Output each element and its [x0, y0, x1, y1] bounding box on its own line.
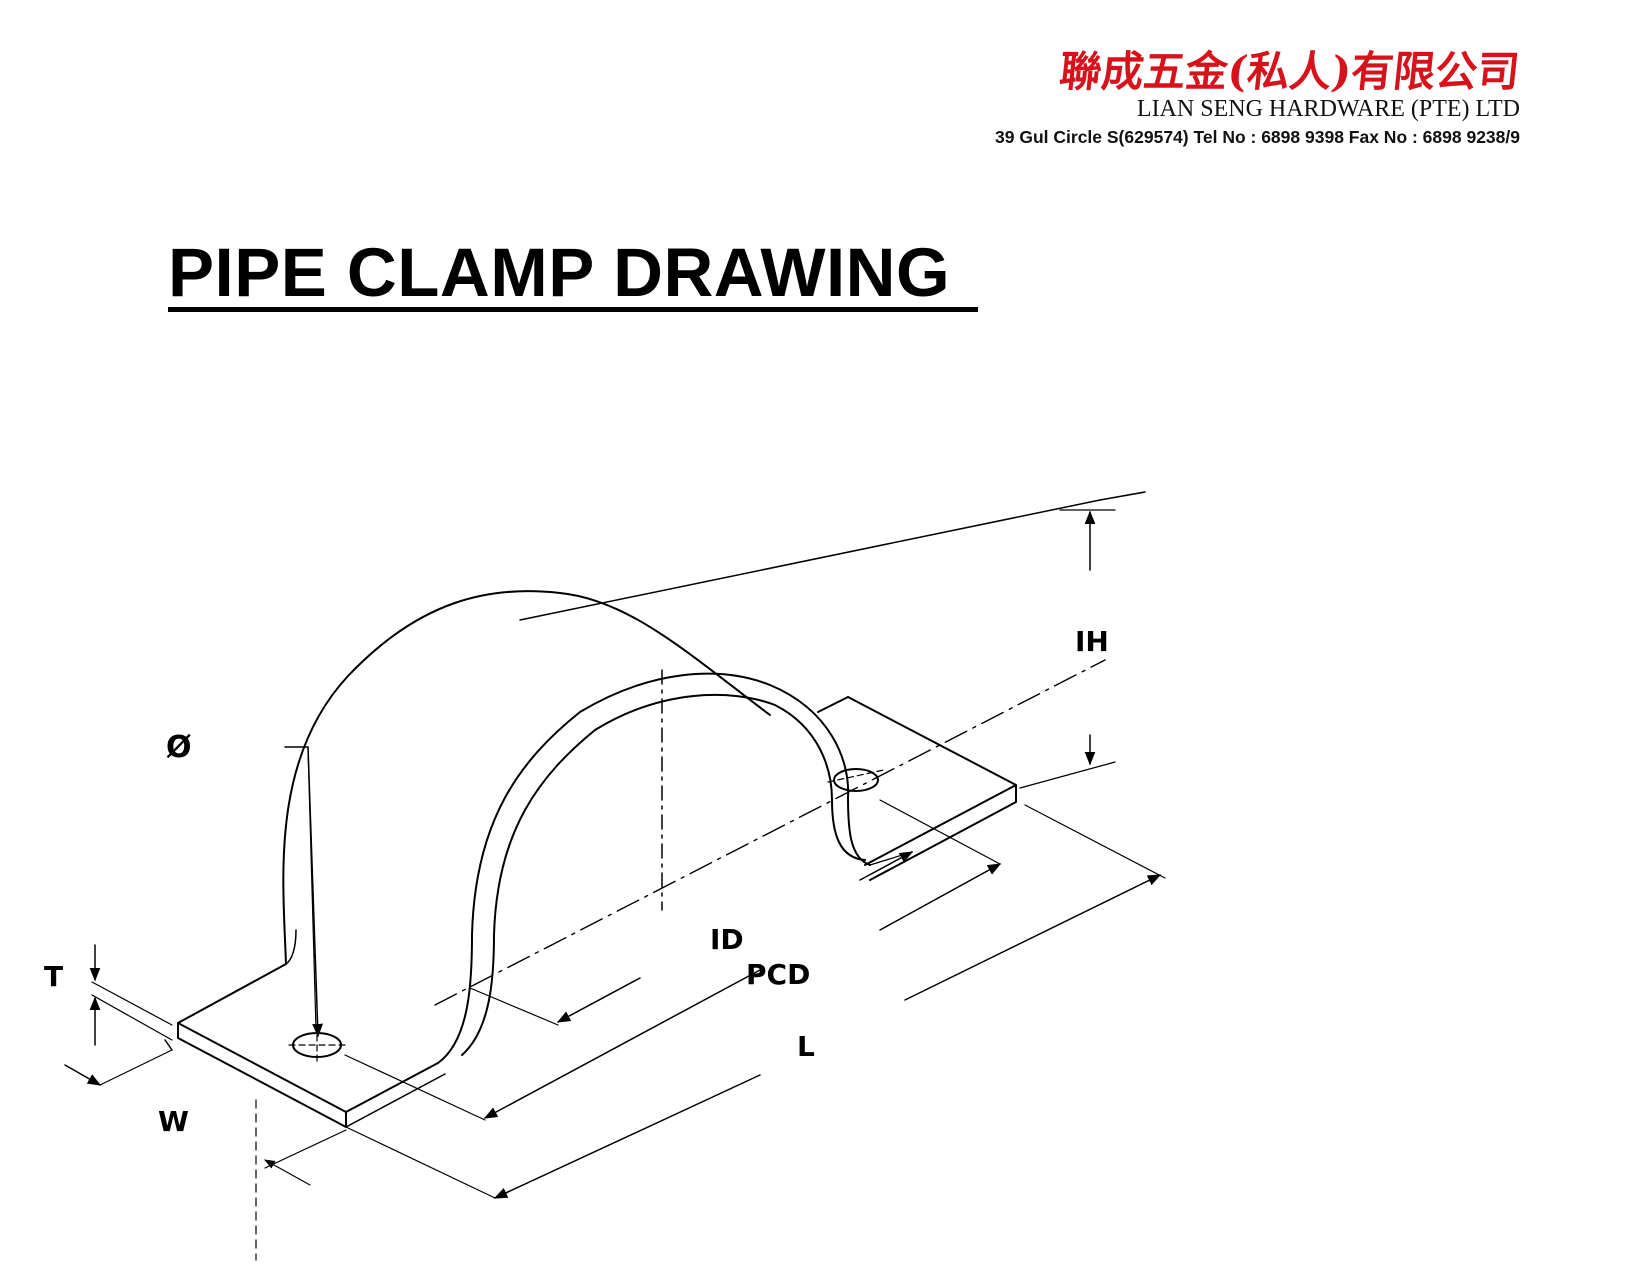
label-width: W: [158, 1105, 189, 1138]
clamp-inner-arch-outer-edge: [437, 672, 871, 1064]
pcd-centre-line: [434, 659, 1106, 1006]
page-title: PIPE CLAMP DRAWING: [168, 234, 951, 311]
l-dimension-line: [493, 1074, 761, 1199]
w-arrow-left: [64, 1064, 102, 1086]
label-inner-height: IH: [1075, 625, 1109, 658]
t-extension-top: [91, 981, 173, 1026]
label-diameter: Ø: [166, 730, 192, 765]
label-pcd: PCD: [746, 958, 811, 991]
clamp-outer-arch: [282, 590, 771, 965]
id-dimension-line: [556, 977, 641, 1023]
label-thickness: T: [44, 960, 64, 993]
company-name-english: LIAN SENG HARDWARE (PTE) LTD: [1136, 96, 1520, 122]
l-dimension-line-right: [904, 874, 1162, 1001]
clamp-inner-arch-inner-edge: [461, 693, 866, 1056]
w-lower-projection: [264, 1129, 347, 1169]
w-extension: [99, 1049, 173, 1086]
title-underline: [168, 307, 978, 312]
right-base-plate: [817, 696, 1017, 881]
company-address-line: 39 Gul Circle S(629574) Tel No : 6898 93…: [995, 127, 1520, 147]
top-projection-line: [519, 499, 1101, 621]
clamp-outer-arch-edge: [285, 929, 297, 965]
diameter-leader: [284, 746, 323, 1038]
pcd-dimension-line: [483, 969, 761, 1119]
w-arrow-right: [164, 1039, 173, 1051]
label-length: L: [797, 1030, 815, 1063]
pcd-dimension-line-right: [879, 863, 1002, 931]
t-extension-bottom: [91, 994, 173, 1041]
left-bolt-hole: [288, 1024, 346, 1066]
ih-extension-bottom: [1019, 761, 1116, 789]
id-dimension-line-right: [859, 851, 914, 881]
right-bolt-hole: [827, 768, 885, 792]
label-inner-diameter: ID: [710, 923, 744, 956]
